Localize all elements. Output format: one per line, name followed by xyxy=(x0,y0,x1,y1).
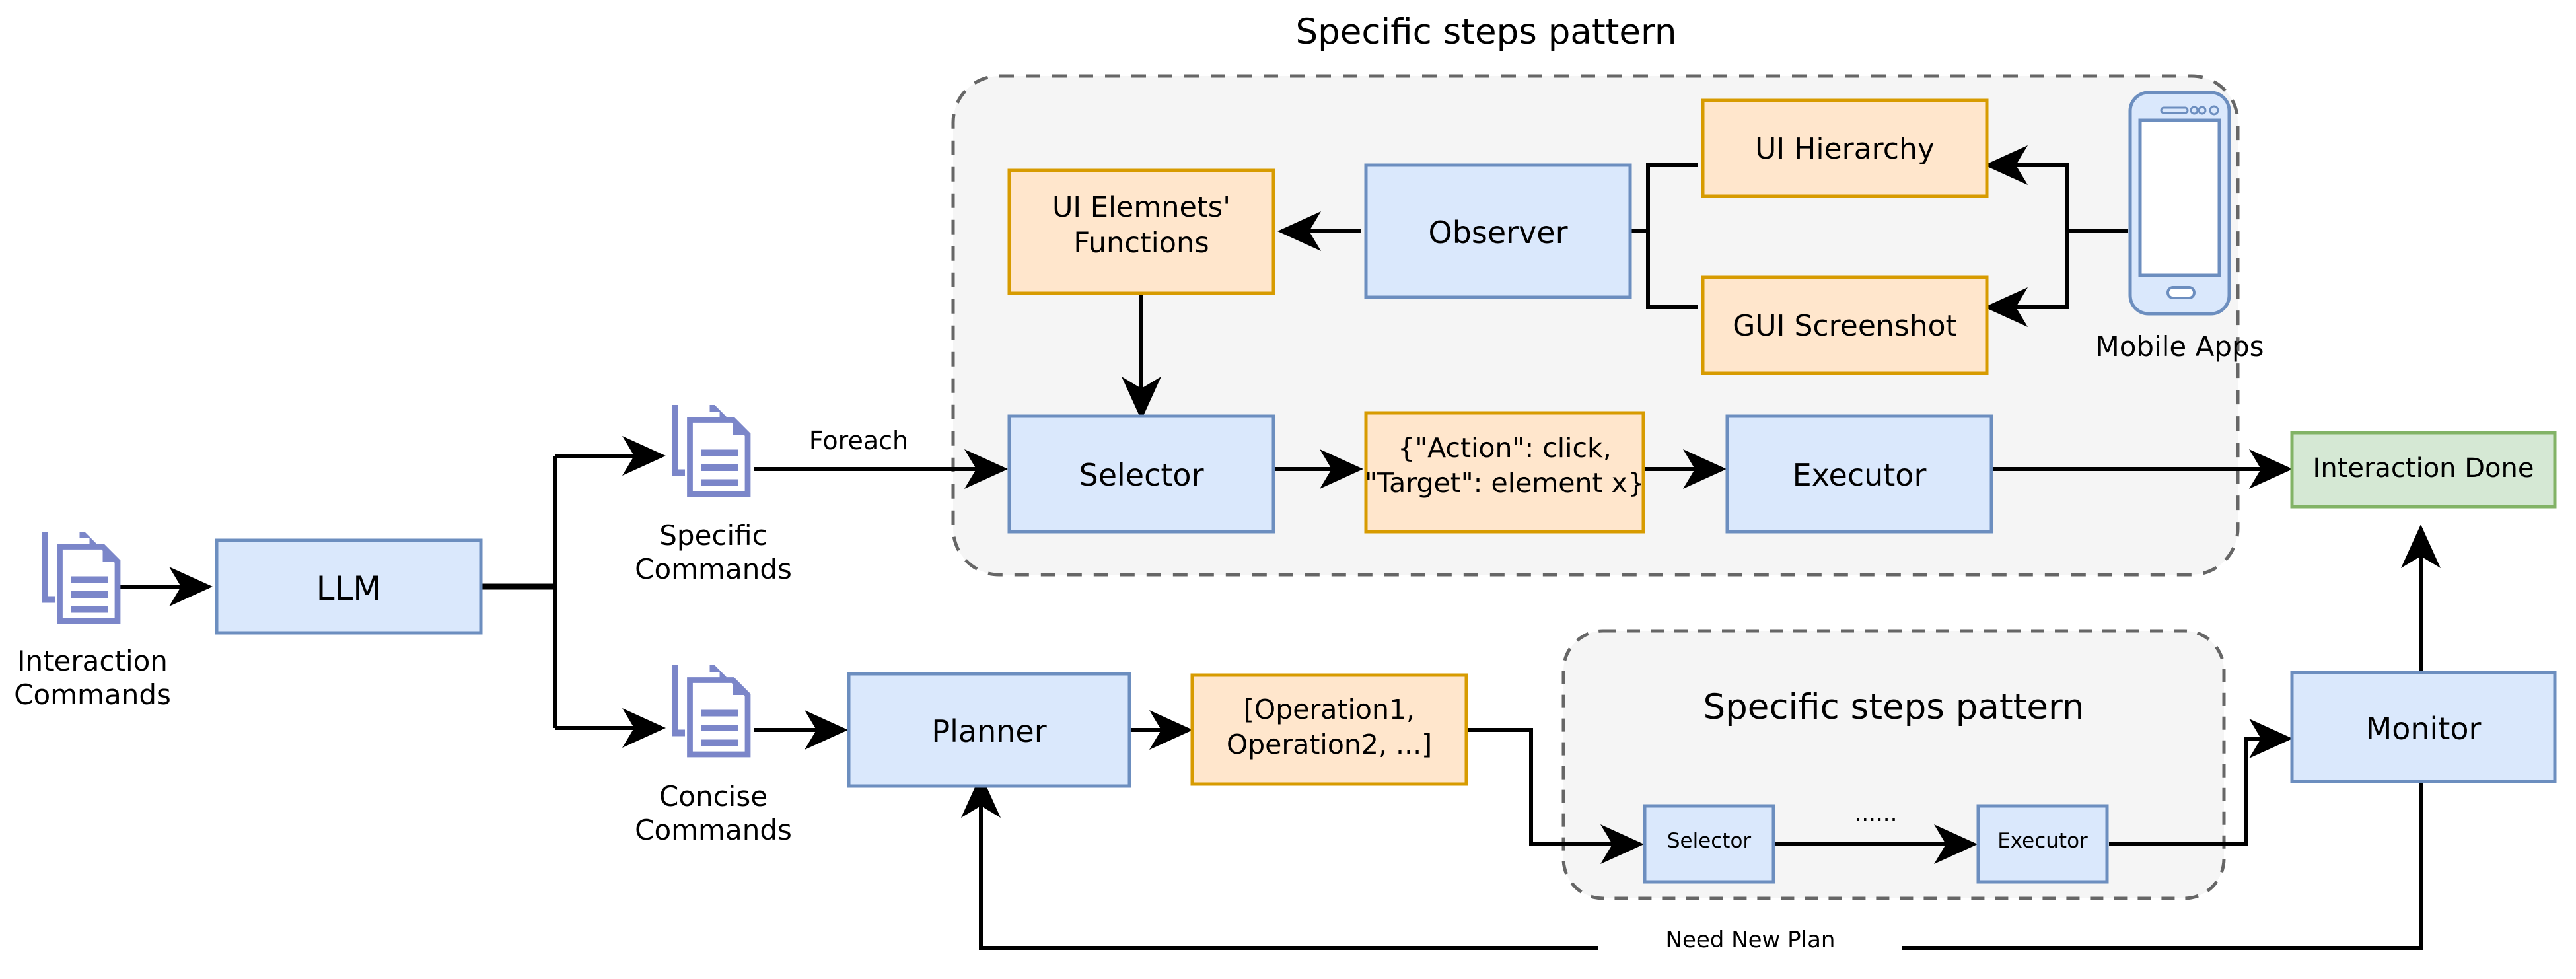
node-executor-bottom[interactable] xyxy=(1976,804,2109,884)
node-ui-hierarchy-label: UI Hierarchy xyxy=(1755,132,1935,166)
node-observer[interactable] xyxy=(1364,163,1632,299)
node-selector-top[interactable] xyxy=(1007,414,1275,534)
node-executor-top-label: Executor xyxy=(1792,457,1927,493)
node-ellipsis-bottom-label: ...... xyxy=(1854,801,1898,827)
node-llm-label: LLM xyxy=(316,569,382,608)
node-monitor-label: Monitor xyxy=(2365,711,2482,746)
node-operations[interactable] xyxy=(1190,673,1468,786)
node-gui-screenshot[interactable] xyxy=(1701,275,1989,375)
node-selector-bottom[interactable] xyxy=(1643,804,1775,884)
group-top-pattern-title: Specific steps pattern xyxy=(1295,12,1677,52)
node-ui-hierarchy[interactable] xyxy=(1701,98,1989,198)
edge-mobile-to-hier xyxy=(1984,145,2069,231)
edge-shot-to-merge xyxy=(1646,231,1698,309)
group-bottom-pattern-title: Specific steps pattern xyxy=(1703,687,2085,727)
node-selector-top-label: Selector xyxy=(1079,457,1204,493)
node-planner[interactable] xyxy=(847,672,1131,788)
node-action-json-label: {"Action": click, "Target": element x} xyxy=(1365,432,1645,499)
documents-icon-concise-commands xyxy=(672,665,751,758)
smartphone-icon-mobile-apps xyxy=(2128,91,2231,316)
node-ui-elements-functions[interactable] xyxy=(1007,168,1275,295)
edge-hier-to-merge xyxy=(1646,163,1698,231)
node-llm[interactable] xyxy=(215,538,483,635)
edge-mobile-to-shot xyxy=(1984,231,2069,327)
node-selector-bottom-label: Selector xyxy=(1666,829,1752,853)
node-operations-label: [Operation1, Operation2, ...] xyxy=(1226,694,1433,761)
node-concise-commands-label: Concise Commands xyxy=(635,780,792,847)
edge-executor2-to-monitor xyxy=(2109,719,2293,846)
node-interaction-done-label: Interaction Done xyxy=(2312,453,2534,484)
documents-icon-interaction-commands xyxy=(42,532,121,624)
node-specific-commands-label: Specific Commands xyxy=(635,519,792,586)
node-monitor[interactable] xyxy=(2290,671,2557,783)
node-planner-label: Planner xyxy=(931,713,1047,749)
node-gui-screenshot-label: GUI Screenshot xyxy=(1733,309,1957,343)
node-mobile-apps-label: Mobile Apps xyxy=(2095,330,2264,363)
edge-label-need-new-plan: Need New Plan xyxy=(1598,927,1902,953)
node-action-json[interactable] xyxy=(1364,411,1645,534)
node-observer-label: Observer xyxy=(1428,215,1568,250)
documents-icon-specific-commands xyxy=(672,405,751,497)
node-interaction-commands-label: Interaction Commands xyxy=(14,645,171,711)
node-interaction-done[interactable] xyxy=(2290,431,2557,509)
edge-operations-to-selector2 xyxy=(1465,728,1644,864)
node-executor-top[interactable] xyxy=(1725,414,1993,534)
node-ui-elements-functions-label: UI Elemnets' Functions xyxy=(1052,191,1231,260)
node-executor-bottom-label: Executor xyxy=(1997,829,2088,853)
edge-label-foreach: Foreach xyxy=(808,426,909,455)
